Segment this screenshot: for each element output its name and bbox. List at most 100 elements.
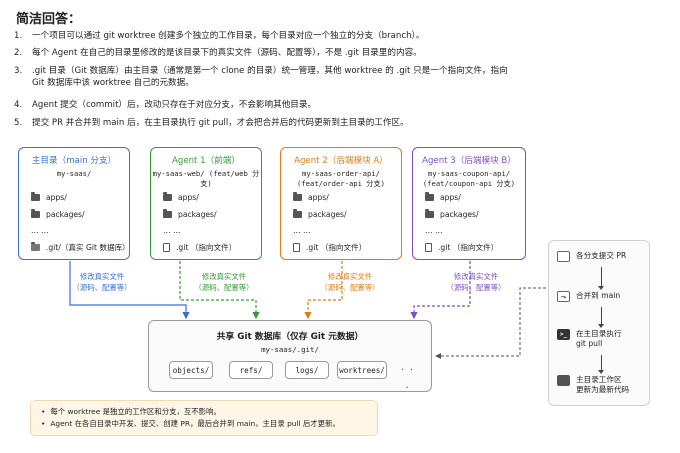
worktree-entry: apps/ — [31, 192, 67, 202]
entry-label: packages/ — [308, 210, 347, 219]
flow-step-label: 各分支提交 PR — [576, 251, 627, 260]
repo-chip: logs/ — [285, 361, 329, 379]
worktree-entry: apps/ — [163, 192, 199, 202]
worktree-path: my-saas-order-api/ (feat/order-api 分支) — [297, 169, 385, 188]
repo-path: my-saas/.git/ — [261, 345, 319, 354]
file-icon — [163, 243, 170, 252]
entry-label: packages/ — [440, 210, 479, 219]
code-icon — [557, 251, 570, 262]
edge-label: 修改真实文件 （源码、配置等） — [72, 272, 132, 292]
merge-flow-panel: 各分支提交 PR ⤳ 合并到 main >_ 在主目录执行 git pull 主目录工作区… — [548, 240, 650, 406]
merge-icon: ⤳ — [557, 291, 570, 302]
git-entry: .git （指向文件） — [293, 242, 366, 253]
agent-worktree-box: Agent 2（后端模块 A） my-saas-order-api/ (feat/… — [280, 147, 402, 260]
note-number: 4. — [14, 100, 23, 110]
repo-chip: refs/ — [229, 361, 273, 379]
worktree-entry: packages/ — [31, 209, 85, 219]
entry-label: apps/ — [46, 193, 67, 202]
note-text: Agent 提交（commit）后，改动只存在于对应分支，不会影响其他目录。 — [32, 100, 317, 110]
folder-icon — [293, 209, 302, 218]
entry-label: … … — [293, 226, 311, 235]
entry-label: packages/ — [46, 210, 85, 219]
worktree-path: my-saas-coupon-api/ (feat/coupon-api 分支) — [422, 169, 516, 188]
worktree-entry: packages/ — [293, 209, 347, 219]
note-text: 一个项目可以通过 git worktree 创建多个独立的工作目录，每个目录对应… — [32, 31, 425, 41]
folder-icon — [425, 192, 434, 201]
worktree-title: Agent 2（后端模块 A） — [294, 156, 388, 166]
note-text: 每个 Agent 在自己的目录里修改的是该目录下的真实文件（源码、配置等），不是… — [32, 48, 422, 58]
worktree-path: my-saas/ — [56, 169, 92, 178]
worktree-entry: apps/ — [425, 192, 461, 202]
tip-item: Agent 在各自目录中开发、提交、创建 PR，最后合并到 main，主目录 p… — [41, 418, 367, 430]
git-entry-label: .git （指向文件） — [306, 243, 367, 252]
edge-label: 修改真实文件 （源码、配置等） — [320, 272, 380, 292]
edge-label: 修改真实文件 （源码、配置等） — [194, 272, 254, 292]
worktree-entry: packages/ — [163, 209, 217, 219]
edge-agent2-to-repo — [304, 261, 343, 320]
note-number: 2. — [14, 48, 23, 58]
folder-icon — [163, 209, 172, 218]
folder-icon — [425, 209, 434, 218]
agent-worktree-box: Agent 3（后端模块 B） my-saas-coupon-api/ (feat… — [412, 147, 526, 260]
folder-icon — [31, 242, 40, 251]
git-entry-label: .git （指向文件） — [438, 243, 499, 252]
file-icon — [293, 243, 300, 252]
worktree-entry: … … — [163, 226, 181, 235]
repo-chip: · · · — [400, 365, 414, 392]
folder-icon — [557, 375, 570, 386]
worktree-title: Agent 1（前端） — [171, 156, 240, 166]
flow-step: >_ 在主目录执行 git pull — [557, 329, 622, 349]
note-number: 1. — [14, 31, 23, 41]
entry-label: apps/ — [440, 193, 461, 202]
git-entry: .git （指向文件） — [163, 242, 236, 253]
folder-icon — [293, 192, 302, 201]
git-entry: .git/（真实 Git 数据库） — [31, 242, 130, 253]
folder-icon — [31, 209, 40, 218]
entry-label: packages/ — [178, 210, 217, 219]
git-entry-label: .git/（真实 Git 数据库） — [45, 243, 130, 252]
worktree-entry: … … — [293, 226, 311, 235]
note-number: 5. — [14, 118, 23, 128]
repo-chip: worktrees/ — [337, 361, 387, 379]
tips-box: 每个 worktree 是独立的工作区和分支，互不影响。 Agent 在各自目录… — [30, 400, 378, 436]
edge-flow-to-repo — [435, 287, 546, 359]
entry-label: apps/ — [178, 193, 199, 202]
folder-icon — [31, 192, 40, 201]
note-text: .git 目录（Git 数据库）由主目录（通常是第一个 clone 的目录）统一… — [32, 66, 508, 88]
page-title: 简洁回答： — [16, 12, 82, 27]
shared-git-database: 共享 Git 数据库（仅存 Git 元数据） my-saas/.git/ obj… — [148, 320, 432, 392]
flow-step-label: 主目录工作区 更新为最新代码 — [576, 375, 630, 394]
main-worktree-box: 主目录（main 分支） my-saas/apps/packages/ … … .gi… — [18, 147, 130, 260]
terminal-icon: >_ — [557, 329, 570, 340]
git-entry-label: .git （指向文件） — [176, 243, 237, 252]
worktree-entry: apps/ — [293, 192, 329, 202]
worktree-entry: … … — [31, 226, 49, 235]
flow-step: 各分支提交 PR — [557, 251, 626, 262]
note-text: 提交 PR 并合并到 main 后，在主目录执行 git pull，才会把合并后… — [32, 118, 409, 128]
folder-icon — [163, 192, 172, 201]
flow-step: 主目录工作区 更新为最新代码 — [557, 375, 629, 395]
entry-label: … … — [163, 226, 181, 235]
tip-item: 每个 worktree 是独立的工作区和分支，互不影响。 — [41, 406, 367, 418]
agent-worktree-box: Agent 1（前端） my-saas-web/ (feat/web 分支) app… — [150, 147, 262, 260]
worktree-entry: packages/ — [425, 209, 479, 219]
entry-label: … … — [31, 226, 49, 235]
edge-label: 修改真实文件 （源码、配置等） — [446, 272, 506, 292]
edge-agent1-to-repo — [179, 261, 260, 320]
repo-chip: objects/ — [169, 361, 213, 379]
repo-title: 共享 Git 数据库（仅存 Git 元数据） — [216, 332, 364, 342]
file-icon — [425, 243, 432, 252]
edge-main-to-repo — [69, 261, 190, 320]
note-number: 3. — [14, 66, 23, 76]
flow-step-label: 合并到 main — [576, 291, 621, 300]
entry-label: … … — [425, 226, 443, 235]
worktree-title: Agent 3（后端模块 B） — [422, 156, 516, 166]
flow-step-label: 在主目录执行 git pull — [576, 329, 622, 348]
worktree-title: 主目录（main 分支） — [31, 156, 117, 166]
worktree-path: my-saas-web/ (feat/web 分支) — [152, 169, 260, 188]
git-entry: .git （指向文件） — [425, 242, 498, 253]
worktree-entry: … … — [425, 226, 443, 235]
edge-agent3-to-repo — [410, 261, 471, 320]
entry-label: apps/ — [308, 193, 329, 202]
